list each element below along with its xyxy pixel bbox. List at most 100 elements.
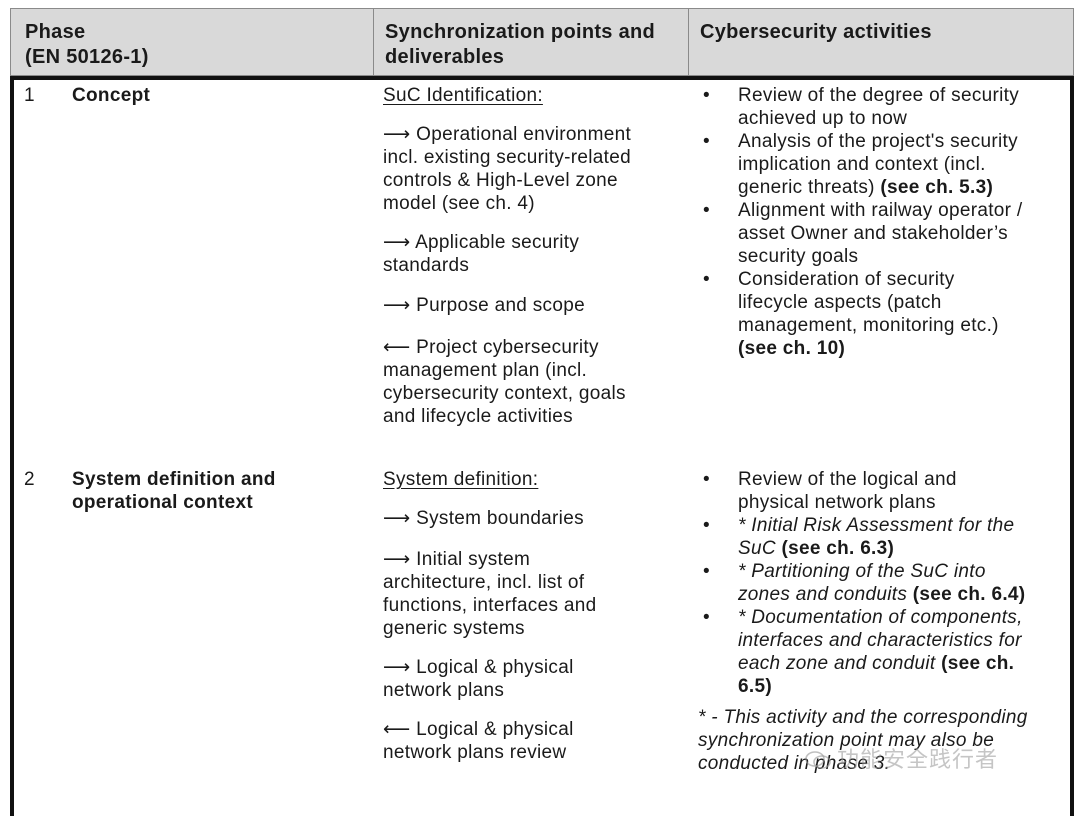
bullet-icon: • [703,607,710,628]
sync-text: network plans review [383,742,567,763]
header-phase-line2: (EN 50126-1) [25,46,149,68]
list-item: • * Partitioning of the SuC into zones a… [698,560,1070,606]
sync-text: Initial system [410,549,531,570]
activity-text: generic threats) [738,177,881,198]
table-header: Phase (EN 50126-1) Synchronization point… [10,8,1075,77]
header-activities-line1: Cybersecurity activities [700,21,932,43]
bullet-icon: • [703,469,710,490]
activity-text: Review of the logical and [738,469,957,490]
section-ref: (see ch. 10) [738,338,846,359]
watermark: 功能安全践行者 [805,742,998,774]
bullet-icon: • [703,200,710,221]
arrow-right-icon: ⟶ [383,123,411,145]
activity-text: interfaces and characteristics for [738,630,1022,651]
section-ref: (see ch. 6.3) [781,538,895,559]
activity-text: asset Owner and stakeholder’s [738,223,1008,244]
arrow-right-icon: ⟶ [383,548,411,570]
row2-sync-item1: ⟶ System boundaries [383,507,683,530]
bullet-icon: • [703,85,710,106]
row2-sync-item3: ⟶ Logical & physical network plans [383,656,683,702]
header-phase-line1: Phase [25,21,86,43]
row1-title: Concept [72,84,362,107]
sync-text: Purpose and scope [410,295,585,316]
arrow-right-icon: ⟶ [383,294,411,316]
arrow-right-icon: ⟶ [383,507,411,529]
list-item: • * Initial Risk Assessment for the SuC … [698,514,1070,560]
sync-text: Applicable security [410,232,580,253]
activity-text: * Partitioning of the SuC into [738,561,986,582]
list-item: • Alignment with railway operator / asse… [698,199,1070,268]
activity-text: Alignment with railway operator / [738,200,1023,221]
note-line: conducted in phase 3. [698,753,891,774]
sync-text: Operational environment [410,124,632,145]
row2-activities: • Review of the logical and physical net… [698,468,1070,775]
row1-sync-item2: ⟶ Applicable security standards [383,231,683,277]
section-ref: (see ch. 6.4) [912,584,1026,605]
sync-text: model (see ch. 4) [383,193,535,214]
sync-text: Logical & physical [410,657,574,678]
list-item: • Analysis of the project's security imp… [698,130,1070,199]
note-line: * - This activity and the corresponding [698,707,1028,728]
activity-text: achieved up to now [738,108,908,129]
header-phase: Phase (EN 50126-1) [11,9,373,77]
activity-text: Consideration of security [738,269,955,290]
sync-text: network plans [383,680,505,701]
header-sync-line2: deliverables [385,46,505,68]
row2-title-line: System definition and [72,469,276,490]
wechat-icon [805,751,831,769]
activity-text: management, monitoring etc.) [738,315,999,336]
section-ref: (see ch. [941,653,1015,674]
row2-title: System definition and operational contex… [72,468,362,514]
activity-text: Review of the degree of security [738,85,1020,106]
activity-text: physical network plans [738,492,936,513]
header-sync: Synchronization points and deliverables [373,9,688,77]
section-ref: 6.5) [738,676,772,697]
list-item: • Review of the degree of security achie… [698,84,1070,130]
row1-sync-item3: ⟶ Purpose and scope [383,294,683,317]
activity-text: implication and context (incl. [738,154,986,175]
sync-text: controls & High-Level zone [383,170,618,191]
list-item: • Consideration of security lifecycle as… [698,268,1070,360]
arrow-right-icon: ⟶ [383,656,411,678]
row1-number: 1 [24,85,35,106]
bullet-icon: • [703,561,710,582]
row1-sync-item4: ⟵ Project cybersecurity management plan … [383,336,683,428]
row2-sync-item2: ⟶ Initial system architecture, incl. lis… [383,548,683,640]
activity-text: Analysis of the project's security [738,131,1018,152]
bullet-icon: • [703,515,710,536]
sync-text: cybersecurity context, goals [383,383,626,404]
bullet-icon: • [703,269,710,290]
list-item: • Review of the logical and physical net… [698,468,1070,514]
sync-text: architecture, incl. list of [383,572,585,593]
sync-text: management plan (incl. [383,360,588,381]
sync-text: and lifecycle activities [383,406,573,427]
row1-sync: SuC Identification: ⟶ Operational enviro… [383,84,683,428]
activity-text: * Initial Risk Assessment for the [738,515,1015,536]
row2-sync-item4: ⟵ Logical & physical network plans revie… [383,718,683,764]
row1-sync-item1: ⟶ Operational environment incl. existing… [383,123,683,215]
row1-activities: • Review of the degree of security achie… [698,84,1070,360]
bullet-icon: • [703,131,710,152]
activity-text: security goals [738,246,859,267]
sync-text: Project cybersecurity [410,337,599,358]
sync-text: Logical & physical [410,719,574,740]
watermark-text: 功能安全践行者 [837,748,999,773]
header-activities: Cybersecurity activities [688,9,1075,77]
row1-title-line: Concept [72,85,151,106]
arrow-left-icon: ⟵ [383,718,411,740]
activity-text: * Documentation of components, [738,607,1023,628]
sync-text: standards [383,255,470,276]
lifecycle-table: Phase (EN 50126-1) Synchronization point… [10,8,1075,816]
sync-text: System boundaries [410,508,584,529]
phase-note: * - This activity and the corresponding … [698,706,1070,775]
activity-text: SuC [738,538,782,559]
table-body [10,76,1074,816]
row2-sync-heading: System definition: [383,469,539,490]
header-sync-line1: Synchronization points and [385,21,656,43]
activity-text: lifecycle aspects (patch [738,292,942,313]
row1-sync-heading: SuC Identification: [383,85,543,106]
list-item: • * Documentation of components, interfa… [698,606,1070,698]
activity-text: each zone and conduit [738,653,942,674]
row2-number: 2 [24,469,35,490]
sync-text: generic systems [383,618,525,639]
